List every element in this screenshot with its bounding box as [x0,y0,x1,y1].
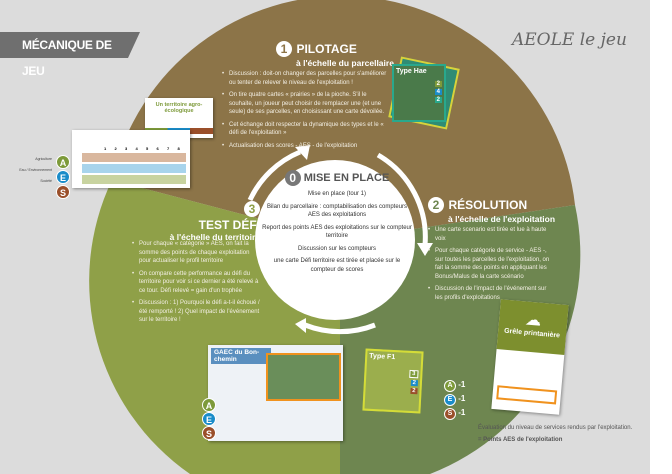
list-item: Mise en place (tour 1) [307,191,367,197]
list-item: une carte Défi territoire est tirée et p… [273,258,401,273]
badge-a: A [56,155,70,169]
footer-note: Évaluation du niveau de services rendus … [478,422,632,446]
step-test-defi-header: 3 TEST DÉFI à l'échelle du territoire [160,200,260,242]
step-subtitle: à l'échelle du territoire [169,232,260,242]
column-label: 2 [114,146,117,151]
cycle-arrow-top-left [247,149,301,202]
score-row-e [82,164,186,173]
step-title: RÉSOLUTION [448,198,528,212]
parcel-card: Type F1 3 2 2 [362,348,424,414]
card-title: Type Hae [396,68,427,75]
farm-board: GAEC du Bon-chemin [208,345,343,441]
column-label: 8 [177,146,180,151]
list-item: On compare cette performance au défi du … [132,270,262,296]
row-label: Société [40,179,52,183]
list-item: Pour chaque « catégorie » AES, on fait l… [132,240,262,266]
column-label: 3 [125,146,128,151]
step-title: PILOTAGE [296,42,357,56]
step-mise-en-place: 0 MISE EN PLACE Mise en place (tour 1) B… [262,170,412,274]
column-label: 4 [135,146,138,151]
list-item: Bilan du parcellaire : comptabilisation … [266,203,408,219]
list-item: Discussion de l'impact de l'événement su… [428,285,553,302]
modifier-value: -1 [458,380,466,389]
step-subtitle: à l'échelle de l'exploitation [448,214,556,224]
cycle-arrow-bottom [304,322,376,335]
scenario-card-header: ☁ Grêle printanière [496,299,569,355]
step-number: 1 [276,40,292,57]
parcel-modifiers: A -1 E -1 S -1 [444,378,465,420]
list-item: Actualisation des scores - AES - de l'ex… [222,142,387,151]
step-pilotage-list: Discussion : doit-on changer des parcell… [222,70,387,154]
score-row-s [82,175,186,184]
modifier-value: -1 [458,408,466,417]
step-title: MISE EN PLACE [303,171,390,184]
badge-e: E [202,412,216,426]
badge-s: S [56,185,70,199]
step-number: 3 [244,200,260,217]
column-label: 7 [167,146,170,151]
list-item: Discussion : doit-on changer des parcell… [222,70,387,87]
card-title: Type F1 [369,352,396,362]
badge-e: E [444,394,456,406]
list-item: Cet échange doit respecter la dynamique … [222,121,387,138]
score-board-columns: 1 2 3 4 5 6 7 8 [104,146,186,151]
prairie-card: Type Hae 2 4 2 [392,64,446,122]
step-number: 2 [428,196,444,213]
territory-card-title: Un territoire agro-écologique [155,102,203,114]
farm-board-title: GAEC du Bon-chemin [211,348,271,364]
list-item: Report des points AES des exploitations … [262,224,412,240]
score-row-a [82,153,186,162]
score-s: 2 [434,97,442,103]
section-title: MÉCANIQUE DE JEU [0,32,140,78]
cycle-arrow-right [376,152,428,246]
row-label: Eau / Environnement [19,168,52,172]
list-item: Discussion sur les compteurs [297,245,377,252]
arrow-head-bottom [295,318,306,333]
score-e: 2 [410,379,419,387]
list-item: Pour chaque catégorie de service - AES -… [428,247,553,281]
row-label: Agriculture [35,157,52,161]
step-title: TEST DÉFI [198,218,260,232]
step-subtitle: à l'échelle du parcellaire [296,58,394,68]
score-s: 2 [410,387,418,395]
score-board: 1 2 3 4 5 6 7 8 [72,130,190,188]
badge-a: A [202,398,216,412]
badge-e: E [56,170,70,184]
modifier-value: -1 [458,394,466,403]
column-label: 5 [146,146,149,151]
scenario-card: ☁ Grêle printanière [491,299,569,415]
score-e: 4 [434,89,442,95]
column-label: 6 [156,146,159,151]
column-label: 1 [104,146,107,151]
score-a: 3 [408,369,419,379]
footer-line: = Points AES de l'exploitation [478,437,563,443]
aeole-logo: AEOLE le jeu [512,30,627,50]
center-circle [255,160,415,320]
step-number: 0 [284,170,301,186]
list-item: Une carte scenario est tirée et lue à ha… [428,226,553,243]
badge-a: A [444,380,456,392]
step-pilotage-header: 1 PILOTAGE à l'échelle du parcellaire [276,40,394,68]
step-test-defi-list: Pour chaque « catégorie » AES, on fait l… [132,240,262,329]
badge-s: S [444,408,456,420]
parcels-highlight [266,353,341,401]
step-resolution-list: Une carte scenario est tirée et lue à ha… [428,226,553,306]
badge-s: S [202,426,216,440]
footer-line: Évaluation du niveau de services rendus … [478,425,633,431]
score-a: 2 [434,81,442,87]
list-item: Discussion : 1) Pourquoi le défi a-t-il … [132,299,262,325]
step-resolution-header: 2 RÉSOLUTION à l'échelle de l'exploitati… [428,196,555,224]
scenario-card-modifier-box [496,385,558,405]
score-row-labels: Agriculture Eau / Environnement Société [2,154,52,187]
list-item: On tire quatre cartes « prairies » de la… [222,91,387,117]
